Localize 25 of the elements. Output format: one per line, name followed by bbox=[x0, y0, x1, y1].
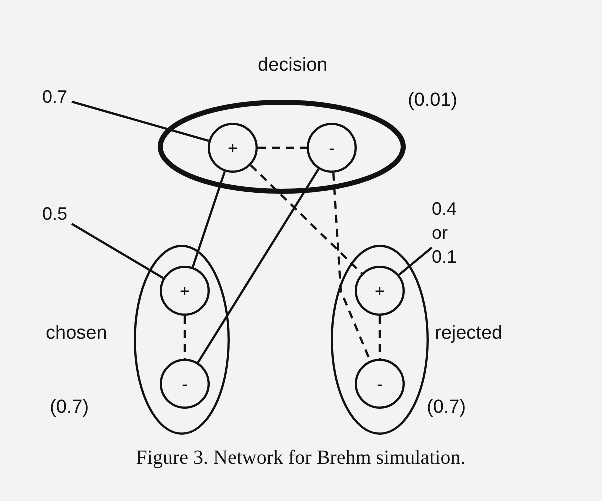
sign-label: - bbox=[182, 376, 188, 392]
sign-label: + bbox=[228, 140, 238, 156]
parameter-label: (0.01) bbox=[408, 90, 458, 112]
sign-label: - bbox=[377, 376, 383, 392]
figure-caption: Figure 3. Network for Brehm simulation. bbox=[135, 447, 467, 470]
connector-line bbox=[72, 100, 210, 142]
weight-label: 0.7 bbox=[42, 86, 68, 109]
connector-line bbox=[71, 223, 164, 280]
group-label: decision bbox=[258, 55, 328, 77]
sign-label: + bbox=[180, 282, 190, 300]
parameter-label: (0.7) bbox=[427, 397, 466, 419]
group-label: rejected bbox=[435, 323, 503, 345]
dashed-connector bbox=[250, 164, 363, 274]
connector-line bbox=[197, 168, 320, 364]
connector-line bbox=[192, 171, 226, 268]
parameter-label: (0.7) bbox=[50, 397, 90, 419]
weight-label: 0.4 or 0.1 bbox=[432, 198, 458, 270]
dashed-connector bbox=[184, 316, 186, 359]
connector-line bbox=[398, 247, 433, 276]
dashed-connector bbox=[258, 146, 307, 150]
sign-label: - bbox=[329, 140, 335, 156]
group-label: chosen bbox=[46, 323, 108, 345]
dashed-connector bbox=[378, 316, 382, 359]
sign-label: + bbox=[375, 282, 385, 300]
weight-label: 0.5 bbox=[42, 202, 68, 226]
